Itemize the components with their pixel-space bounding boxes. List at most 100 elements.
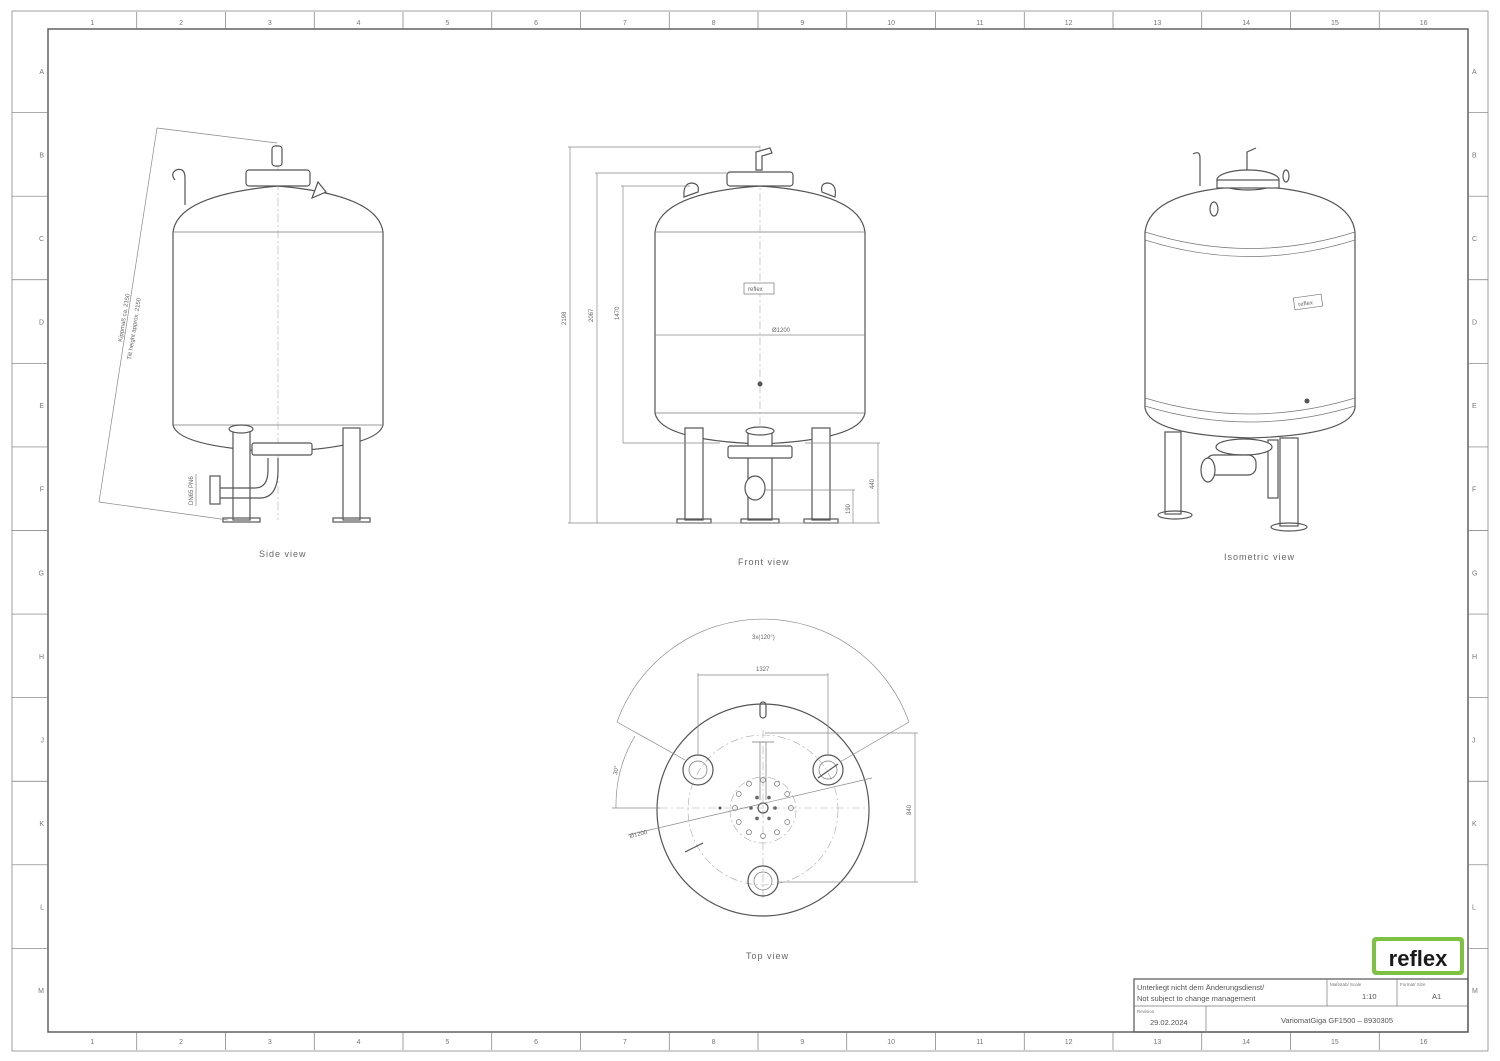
column-label: 16 bbox=[1420, 20, 1428, 27]
dim-840: 840 bbox=[907, 804, 913, 815]
column-label: 1 bbox=[90, 20, 94, 27]
column-label: 1 bbox=[90, 1039, 94, 1046]
flange-bolt bbox=[755, 795, 759, 800]
outer-border bbox=[11, 10, 1489, 1052]
svg-text:Revision: Revision bbox=[1137, 1009, 1155, 1014]
pipe-dimension: DN65 PN6 bbox=[189, 476, 195, 505]
column-label: 3 bbox=[268, 1039, 272, 1046]
frame-grid-marks: 1122334455667788991010111112121313141415… bbox=[12, 12, 1488, 1050]
flange-bolt bbox=[767, 795, 771, 800]
flange-bolt bbox=[774, 780, 780, 787]
row-label: B bbox=[1472, 152, 1477, 159]
flange-bolt bbox=[746, 780, 752, 787]
dim-outlet-height: 190 bbox=[846, 503, 852, 514]
flange-bolt bbox=[774, 829, 780, 836]
dim-angle-3x120: 3x(120°) bbox=[752, 635, 775, 641]
row-label: C bbox=[1472, 236, 1477, 243]
svg-text:Format/ Size: Format/ Size bbox=[1400, 982, 1426, 987]
flange-bolt bbox=[735, 819, 742, 825]
row-label: M bbox=[38, 988, 44, 995]
flange-bolt bbox=[735, 791, 742, 797]
row-label: M bbox=[1472, 988, 1478, 995]
scale-value: 1:10 bbox=[1362, 992, 1377, 1001]
svg-text:reflex: reflex bbox=[1389, 946, 1448, 971]
column-label: 4 bbox=[357, 1039, 361, 1046]
row-label: E bbox=[39, 403, 44, 410]
row-label: K bbox=[1472, 821, 1477, 828]
column-label: 2 bbox=[179, 1039, 183, 1046]
side-view: Kippmaß ca. 2150 Tilt height approx. 215… bbox=[98, 127, 384, 559]
isometric-view: reflex Isometric view bbox=[1144, 147, 1356, 562]
isometric-view-label: Isometric view bbox=[1224, 552, 1295, 562]
flange-bolt bbox=[749, 806, 753, 810]
flange-bolt bbox=[784, 791, 791, 797]
column-label: 10 bbox=[887, 1039, 895, 1046]
front-view-label: Front view bbox=[738, 557, 790, 567]
title-block: Unterliegt nicht dem Änderungsdienst/ No… bbox=[1133, 978, 1469, 1033]
row-label: A bbox=[1472, 69, 1477, 76]
note-de: Unterliegt nicht dem Änderungsdienst/ bbox=[1137, 983, 1265, 992]
reflex-logo: reflex bbox=[1372, 937, 1464, 975]
note-en: Not subject to change management bbox=[1137, 994, 1256, 1003]
top-view: 3x(120°) 1327 30° Ø1200 840 Top view bbox=[612, 618, 918, 961]
flange-bolt bbox=[760, 777, 766, 783]
column-label: 7 bbox=[623, 1039, 627, 1046]
row-label: C bbox=[39, 236, 44, 243]
dim-leg-height: 440 bbox=[870, 478, 876, 489]
flange-bolt bbox=[746, 829, 752, 836]
flange-bolt bbox=[784, 819, 791, 825]
column-label: 15 bbox=[1331, 1039, 1339, 1046]
row-label: K bbox=[39, 821, 44, 828]
column-label: 14 bbox=[1242, 20, 1250, 27]
flange-bolt bbox=[732, 805, 738, 811]
svg-text:reflex: reflex bbox=[1298, 300, 1313, 308]
column-label: 8 bbox=[712, 20, 716, 27]
dim-total-height: 2198 bbox=[562, 311, 568, 325]
format-value: A1 bbox=[1432, 992, 1441, 1001]
flange-bolt bbox=[755, 816, 759, 821]
row-label: G bbox=[1472, 570, 1477, 577]
row-label: D bbox=[1472, 320, 1477, 327]
row-label: L bbox=[40, 905, 44, 912]
column-label: 7 bbox=[623, 20, 627, 27]
column-label: 3 bbox=[268, 20, 272, 27]
flange-bolt bbox=[773, 806, 777, 810]
row-label: H bbox=[1472, 654, 1477, 661]
row-label: J bbox=[1472, 737, 1476, 744]
row-label: D bbox=[39, 320, 44, 327]
column-label: 12 bbox=[1065, 1039, 1073, 1046]
column-label: 16 bbox=[1420, 1039, 1428, 1046]
dim-diameter: Ø1200 bbox=[629, 830, 649, 840]
column-label: 9 bbox=[800, 20, 804, 27]
tilt-height-de: Kippmaß ca. 2150 bbox=[118, 293, 132, 343]
side-view-label: Side view bbox=[259, 549, 307, 559]
row-label: A bbox=[39, 69, 44, 76]
row-label: B bbox=[39, 152, 44, 159]
svg-text:reflex: reflex bbox=[748, 287, 763, 293]
row-label: G bbox=[39, 570, 44, 577]
column-label: 14 bbox=[1242, 1039, 1250, 1046]
row-label: E bbox=[1472, 403, 1477, 410]
row-label: F bbox=[40, 487, 44, 494]
column-label: 2 bbox=[179, 20, 183, 27]
column-label: 13 bbox=[1153, 1039, 1161, 1046]
flange-bolt bbox=[760, 833, 766, 839]
drawing-title: VariomatGiga GF1500 – 8930305 bbox=[1281, 1016, 1393, 1025]
revision-date: 29.02.2024 bbox=[1150, 1018, 1188, 1027]
nameplate bbox=[743, 282, 775, 295]
column-label: 5 bbox=[445, 20, 449, 27]
column-label: 6 bbox=[534, 20, 538, 27]
flange-bolt bbox=[788, 805, 794, 811]
column-label: 11 bbox=[976, 1039, 983, 1046]
column-label: 5 bbox=[445, 1039, 449, 1046]
column-label: 15 bbox=[1331, 20, 1339, 27]
top-view-label: Top view bbox=[746, 951, 789, 961]
dim-body-height: 1470 bbox=[615, 306, 621, 320]
column-label: 8 bbox=[712, 1039, 716, 1046]
svg-text:Maßstab/ Scale: Maßstab/ Scale bbox=[1330, 982, 1362, 987]
dim-flange-height: 2067 bbox=[589, 308, 595, 322]
column-label: 13 bbox=[1153, 20, 1161, 27]
dim-30deg: 30° bbox=[613, 765, 621, 776]
column-label: 4 bbox=[357, 20, 361, 27]
